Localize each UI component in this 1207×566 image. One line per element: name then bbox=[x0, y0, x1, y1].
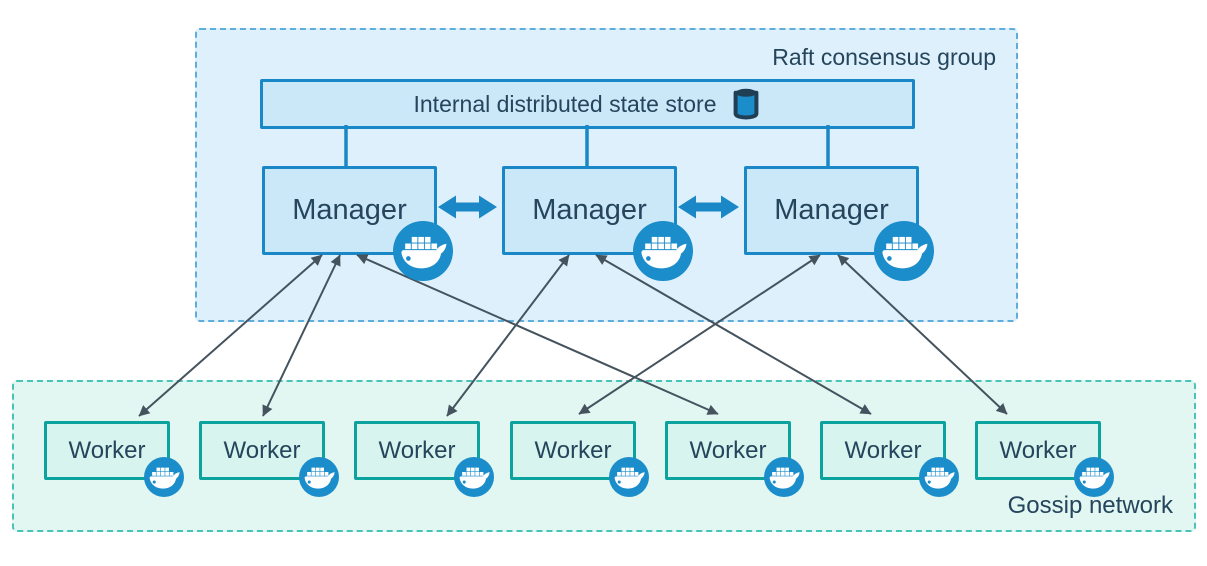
docker-icon bbox=[454, 457, 494, 497]
docker-icon bbox=[874, 221, 934, 281]
state-store-box: Internal distributed state store bbox=[260, 79, 915, 129]
worker-label: Worker bbox=[378, 436, 456, 464]
docker-icon bbox=[1074, 457, 1114, 497]
docker-icon bbox=[764, 457, 804, 497]
worker-label: Worker bbox=[999, 436, 1077, 464]
worker-label: Worker bbox=[689, 436, 767, 464]
docker-icon bbox=[633, 221, 693, 281]
worker-label: Worker bbox=[534, 436, 612, 464]
raft-group-label: Raft consensus group bbox=[772, 44, 996, 70]
database-icon bbox=[730, 85, 762, 123]
docker-icon bbox=[393, 221, 453, 281]
manager-label: Manager bbox=[292, 194, 407, 226]
worker-label: Worker bbox=[68, 436, 146, 464]
docker-icon bbox=[919, 457, 959, 497]
gossip-network-group: Gossip network Worker Worker Worker Work… bbox=[12, 380, 1196, 532]
worker-box-2: Worker bbox=[199, 421, 325, 480]
worker-box-1: Worker bbox=[44, 421, 170, 480]
manager-label: Manager bbox=[774, 194, 889, 226]
state-store-label: Internal distributed state store bbox=[413, 90, 717, 117]
docker-icon bbox=[609, 457, 649, 497]
worker-label: Worker bbox=[223, 436, 301, 464]
docker-icon bbox=[299, 457, 339, 497]
docker-icon bbox=[144, 457, 184, 497]
worker-label: Worker bbox=[844, 436, 922, 464]
manager-label: Manager bbox=[532, 194, 647, 226]
